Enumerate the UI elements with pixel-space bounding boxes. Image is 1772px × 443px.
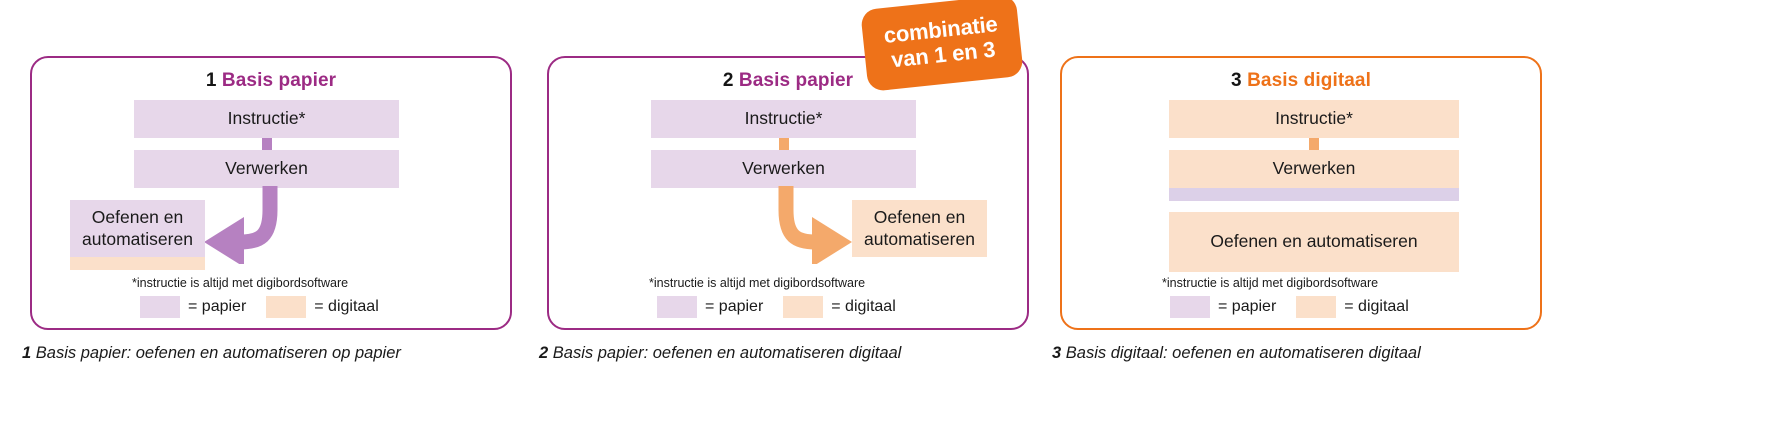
panel-3-verwerken-label: Verwerken [1272, 158, 1356, 179]
paper-swatch-icon [1170, 296, 1210, 318]
panel-3-legend-digital-label: = digitaal [1344, 298, 1409, 315]
panel-3-caption-text: Basis digitaal: oefenen en automatiseren… [1065, 344, 1421, 362]
panel-2-name: Basis papier [738, 70, 854, 91]
panel-1-caption: 1 Basis papier: oefenen en automatiseren… [22, 344, 401, 363]
panel-3-caption: 3 Basis digitaal: oefenen en automatiser… [1052, 344, 1421, 363]
panel-1-name: Basis papier [221, 70, 337, 91]
panel-2-legend-paper-label: = papier [705, 298, 764, 315]
panel-1-connector [262, 138, 272, 150]
panel-2-connector [779, 138, 789, 150]
panel-1-legend-paper: = papier [140, 296, 246, 318]
panel-2-legend-digital: = digitaal [783, 296, 896, 318]
panel-3-name: Basis digitaal [1247, 70, 1371, 91]
panel-1-legend-paper-label: = papier [188, 298, 247, 315]
panel-3-legend-paper: = papier [1170, 296, 1276, 318]
panel-3-footnote: *instructie is altijd met digibordsoftwa… [1162, 276, 1379, 290]
panel-1-box-oefenen: Oefenen en automatiseren [70, 200, 205, 257]
panel-2-legend-digital-label: = digitaal [831, 298, 896, 315]
panel-2-title: 2 Basis papier [549, 70, 1027, 92]
panel-3-paper-strip [1169, 188, 1459, 201]
panel-2-instructie-label: Instructie* [744, 108, 823, 129]
panel-3-box-oefenen: Oefenen en automatiseren [1169, 212, 1459, 272]
panel-2-box-instructie: Instructie* [651, 100, 916, 138]
panel-2-caption: 2 Basis papier: oefenen en automatiseren… [539, 344, 901, 363]
panel-1-instructie-label: Instructie* [227, 108, 306, 129]
panel-3-oefenen-label: Oefenen en automatiseren [1210, 231, 1418, 252]
panel-1-legend-digital: = digitaal [266, 296, 379, 318]
combination-badge: combinatie van 1 en 3 [860, 0, 1024, 92]
panel-2-legend: = papier = digitaal [657, 296, 896, 318]
panel-1-arrow-curved-left [204, 186, 278, 264]
panel-1-title: 1 Basis papier [32, 70, 510, 92]
panel-3-connector [1309, 138, 1319, 150]
digital-swatch-icon [783, 296, 824, 318]
panel-3-box-verwerken: Verwerken [1169, 150, 1459, 188]
digital-swatch-icon [1296, 296, 1337, 318]
panel-3-legend: = papier = digitaal [1170, 296, 1409, 318]
panel-2-box-oefenen: Oefenen en automatiseren [852, 200, 987, 257]
panel-1-verwerken-label: Verwerken [225, 158, 308, 179]
panel-1-caption-text: Basis papier: oefenen en automatiseren o… [35, 344, 401, 362]
panel-1-box-verwerken: Verwerken [134, 150, 399, 188]
panel-1-caption-number: 1 [22, 344, 32, 362]
panel-3-legend-paper-label: = papier [1218, 298, 1277, 315]
panel-2-arrow-curved-right [778, 186, 852, 264]
panel-2-caption-number: 2 [539, 344, 549, 362]
panel-2-oefenen-label: Oefenen en automatiseren [864, 206, 975, 249]
panel-3-instructie-label: Instructie* [1275, 108, 1353, 129]
panel-1-legend: = papier = digitaal [140, 296, 379, 318]
panel-2-number: 2 [722, 70, 734, 91]
panel-1-number: 1 [205, 70, 217, 91]
panel-1-basis-papier: 1 Basis papier Instructie* Verwerken Oef… [30, 56, 512, 330]
panel-2-verwerken-label: Verwerken [742, 158, 825, 179]
panel-1-box-instructie: Instructie* [134, 100, 399, 138]
paper-swatch-icon [140, 296, 180, 318]
panel-3-legend-digital: = digitaal [1296, 296, 1409, 318]
panel-1-digital-strip [70, 257, 205, 270]
panel-2-footnote: *instructie is altijd met digibordsoftwa… [649, 276, 866, 290]
panel-2-legend-paper: = papier [657, 296, 763, 318]
panel-2-basis-papier: 2 Basis papier Instructie* Verwerken Oef… [547, 56, 1029, 330]
panel-3-caption-number: 3 [1052, 344, 1062, 362]
digital-swatch-icon [266, 296, 307, 318]
paper-swatch-icon [657, 296, 697, 318]
panel-1-legend-digital-label: = digitaal [314, 298, 379, 315]
panel-3-basis-digitaal: 3 Basis digitaal Instructie* Verwerken O… [1060, 56, 1542, 330]
panel-3-number: 3 [1231, 70, 1242, 91]
panel-1-oefenen-label: Oefenen en automatiseren [82, 206, 193, 249]
panel-2-box-verwerken: Verwerken [651, 150, 916, 188]
panel-1-footnote: *instructie is altijd met digibordsoftwa… [132, 276, 349, 290]
panel-3-title: 3 Basis digitaal [1062, 70, 1540, 92]
panel-3-box-instructie: Instructie* [1169, 100, 1459, 138]
panel-2-caption-text: Basis papier: oefenen en automatiseren d… [552, 344, 902, 362]
